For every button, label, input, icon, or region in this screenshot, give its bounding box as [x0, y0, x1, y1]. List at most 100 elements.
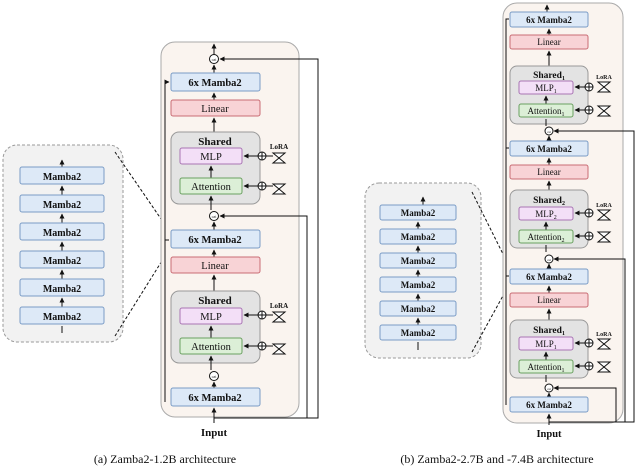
- expanded-mamba2-box: [379, 324, 457, 341]
- attention-block-bottom: [179, 337, 243, 355]
- concat-label: cat: [212, 57, 218, 62]
- expanded-mamba2-label: Mamba2: [401, 304, 436, 314]
- mamba-block-top: [509, 11, 589, 28]
- expanded-mamba2-label: Mamba2: [43, 228, 81, 239]
- expanded-mamba2-label: Mamba2: [401, 208, 436, 218]
- mamba-block-bottom-label: 6x Mamba2: [526, 400, 572, 410]
- shared-label-top: Shared: [198, 136, 231, 148]
- mlp-block: [518, 80, 574, 95]
- skip-connection: [214, 213, 308, 419]
- expanded-mamba2-box: [19, 250, 105, 269]
- mlp-label-bottom: MLP: [200, 312, 222, 323]
- linear-block: [509, 34, 589, 50]
- expanded-mamba2-label: Mamba2: [43, 200, 81, 211]
- expanded-mamba2-label: Mamba2: [401, 232, 436, 242]
- expanded-mamba2-label: Mamba2: [401, 256, 436, 266]
- expanded-mamba2-label: Mamba2: [401, 280, 436, 290]
- mamba-block-top: [170, 72, 261, 92]
- mamba-block-3-label: 6x Mamba2: [526, 272, 572, 282]
- add-node-icon: [584, 361, 594, 371]
- concat-label: cat: [547, 130, 551, 134]
- expanded-mamba2-box: [379, 276, 457, 293]
- figure-b: Mamba2 Mamba2 Mamba2 Mamba2 Mamba2 Mamba…: [364, 2, 635, 466]
- expanded-mamba2-box: [19, 166, 105, 185]
- mamba-block-bottom: [170, 387, 261, 407]
- mlp-block-top: [179, 147, 243, 165]
- attention-block: [518, 359, 574, 374]
- expanded-mamba2-box: [379, 300, 457, 317]
- expanded-mamba2-label: Mamba2: [43, 312, 81, 323]
- linear-block-bottom-label: Linear: [201, 261, 229, 272]
- add-node-icon: [584, 208, 594, 218]
- figure-a: Mamba2 Mamba2 Mamba2 Mamba2 Mamba2 Mamba…: [2, 41, 319, 466]
- attention-block: [518, 229, 574, 244]
- expanded-mamba2-box: [19, 278, 105, 297]
- expanded-mamba2-box: [19, 306, 105, 325]
- expanded-mamba2-label: Mamba2: [401, 328, 436, 338]
- linear-block-label: Linear: [537, 167, 560, 177]
- linear-block-bottom: [170, 256, 261, 274]
- concat-label: cat: [212, 374, 218, 379]
- attention-label: Attention1: [528, 106, 565, 118]
- linear-block: [509, 292, 589, 308]
- add-node-icon: [584, 82, 594, 92]
- expanded-mamba2-box: [379, 204, 457, 221]
- expanded-mamba2-label: Mamba2: [43, 172, 81, 183]
- mlp-label-top: MLP: [200, 152, 222, 163]
- concat-node: [544, 126, 554, 136]
- mamba-block-mid-label: 6x Mamba2: [188, 235, 241, 246]
- concat-node: [209, 211, 219, 221]
- concat-node: [544, 254, 554, 264]
- concat-label: cat: [547, 387, 551, 391]
- expanded-mamba2-box: [379, 228, 457, 245]
- linear-block: [509, 164, 589, 180]
- mamba-block-2: [509, 140, 589, 157]
- lora-label: LoRA: [270, 143, 288, 151]
- attention-label-bottom: Attention: [191, 342, 231, 353]
- concat-node: [544, 383, 554, 393]
- mamba-block-mid: [170, 229, 261, 249]
- concat-node: [209, 371, 219, 381]
- lora-label: LoRA: [270, 302, 288, 310]
- input-label: Input: [536, 429, 562, 440]
- concat-label: cat: [547, 258, 551, 262]
- mamba-block-bottom-label: 6x Mamba2: [188, 393, 241, 404]
- add-node-icon: [584, 338, 594, 348]
- concat-node: [209, 54, 219, 64]
- mlp-label: MLP1: [535, 83, 557, 95]
- mlp-label: MLP2: [535, 209, 557, 221]
- concat-label: cat: [212, 214, 218, 219]
- shared-label: Shared1: [533, 71, 565, 82]
- attention-label: Attention1: [528, 362, 565, 374]
- mlp-block: [518, 206, 574, 221]
- add-node-icon: [584, 105, 594, 115]
- expanded-mamba2-box: [19, 222, 105, 241]
- mamba-block-top-label: 6x Mamba2: [188, 78, 241, 89]
- mamba-block-top-label: 6x Mamba2: [526, 15, 572, 25]
- expanded-mamba2-label: Mamba2: [43, 256, 81, 267]
- expanded-mamba2-box: [19, 194, 105, 213]
- caption-b: (b) Zamba2-2.7B and -7.4B architecture: [400, 452, 593, 466]
- attention-label: Attention2: [528, 232, 565, 244]
- mamba-block-3: [509, 268, 589, 285]
- lora-label: LoRA: [596, 75, 612, 81]
- attention-label-top: Attention: [191, 182, 231, 193]
- mlp-block-bottom: [179, 307, 243, 325]
- expanded-stack-a: Mamba2 Mamba2 Mamba2 Mamba2 Mamba2 Mamba…: [19, 159, 105, 333]
- linear-block-top-label: Linear: [201, 104, 229, 115]
- linear-block-label: Linear: [537, 295, 560, 305]
- shared-label-bottom: Shared: [198, 295, 231, 307]
- skip-connection: [549, 385, 617, 423]
- lora-label: LoRA: [596, 203, 612, 209]
- mamba-block-bottom: [509, 396, 589, 413]
- shared-label: Shared2: [533, 196, 565, 207]
- lora-label: LoRA: [596, 332, 612, 338]
- attention-block: [518, 103, 574, 118]
- mamba-block-2-label: 6x Mamba2: [526, 144, 572, 154]
- add-node-icon: [257, 341, 267, 351]
- linear-block-top: [170, 99, 261, 117]
- input-label: Input: [201, 427, 228, 439]
- expanded-mamba2-label: Mamba2: [43, 284, 81, 295]
- add-node-icon: [257, 181, 267, 191]
